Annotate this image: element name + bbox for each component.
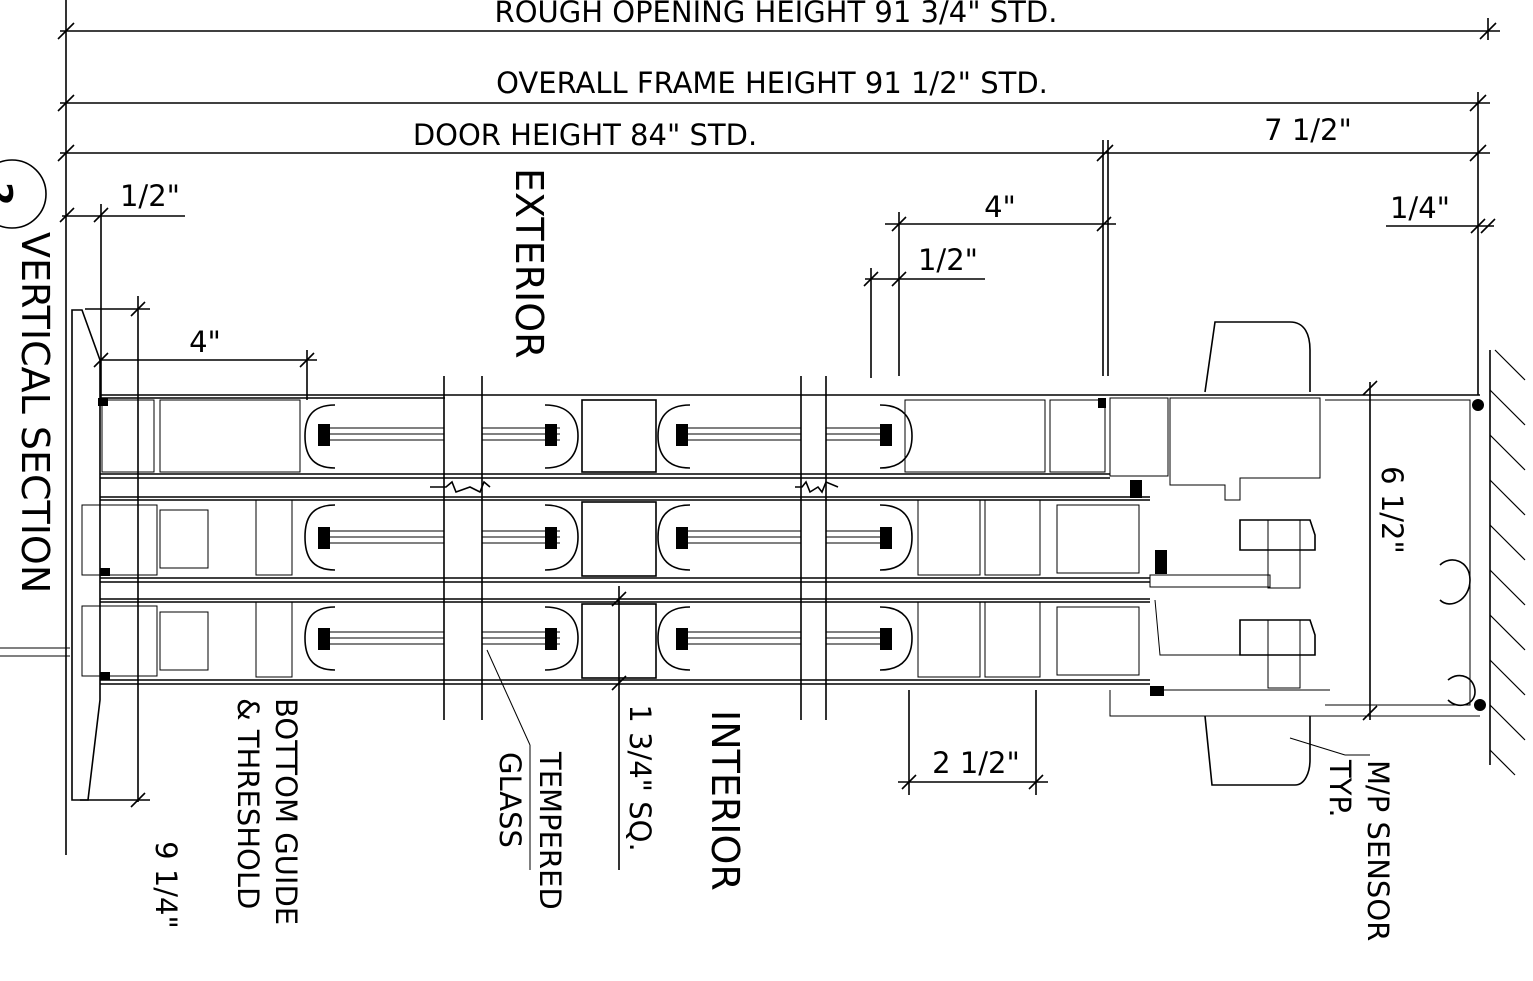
door-panels — [81, 376, 1480, 720]
door-height-dim: DOOR HEIGHT 84" STD. — [413, 118, 757, 152]
glass-lites — [320, 427, 880, 645]
head-depth-dim: 7 1/2" — [1264, 113, 1352, 147]
section-number: 2 — [0, 182, 19, 206]
bottom-guide-label-2: & THRESHOLD — [231, 698, 265, 909]
exterior-label: EXTERIOR — [507, 168, 551, 359]
head-height-dim: 6 1/2" — [1375, 466, 1409, 554]
leader-lines — [486, 649, 1370, 870]
threshold-assembly — [0, 309, 110, 801]
rough-opening-dim: ROUGH OPENING HEIGHT 91 3/4" STD. — [495, 0, 1058, 29]
dimension-lines-detail — [59, 204, 1496, 870]
rail-inner-dim: 2 1/2" — [932, 746, 1020, 780]
wall-hatch — [1489, 349, 1526, 776]
threshold-dim: 9 1/4" — [149, 841, 183, 929]
section-title: VERTICAL SECTION — [13, 232, 57, 593]
mullion-dim: 1 3/4" SQ. — [623, 704, 657, 851]
dimension-lines-top — [57, 0, 1500, 855]
overall-frame-dim: OVERALL FRAME HEIGHT 91 1/2" STD. — [496, 66, 1048, 100]
interior-label: INTERIOR — [703, 710, 747, 891]
rail-bottom-dim: 4" — [189, 325, 221, 359]
gap-panel-top-dim: 1/2" — [918, 243, 978, 277]
tempered-glass-label-2: GLASS — [493, 752, 527, 848]
sensor-label-2: TYP. — [1323, 759, 1357, 818]
glazing-stops — [304, 404, 913, 671]
section-bubble — [0, 159, 47, 229]
gap-bottom-dim: 1/2" — [120, 179, 180, 213]
head-assembly — [1098, 321, 1486, 786]
tempered-glass-label-1: TEMPERED — [533, 751, 567, 910]
gap-top-dim: 1/4" — [1390, 191, 1450, 225]
rail-top-dim: 4" — [984, 190, 1016, 224]
sensor-label-1: M/P SENSOR — [1361, 760, 1395, 941]
bottom-guide-label-1: BOTTOM GUIDE — [269, 698, 303, 925]
